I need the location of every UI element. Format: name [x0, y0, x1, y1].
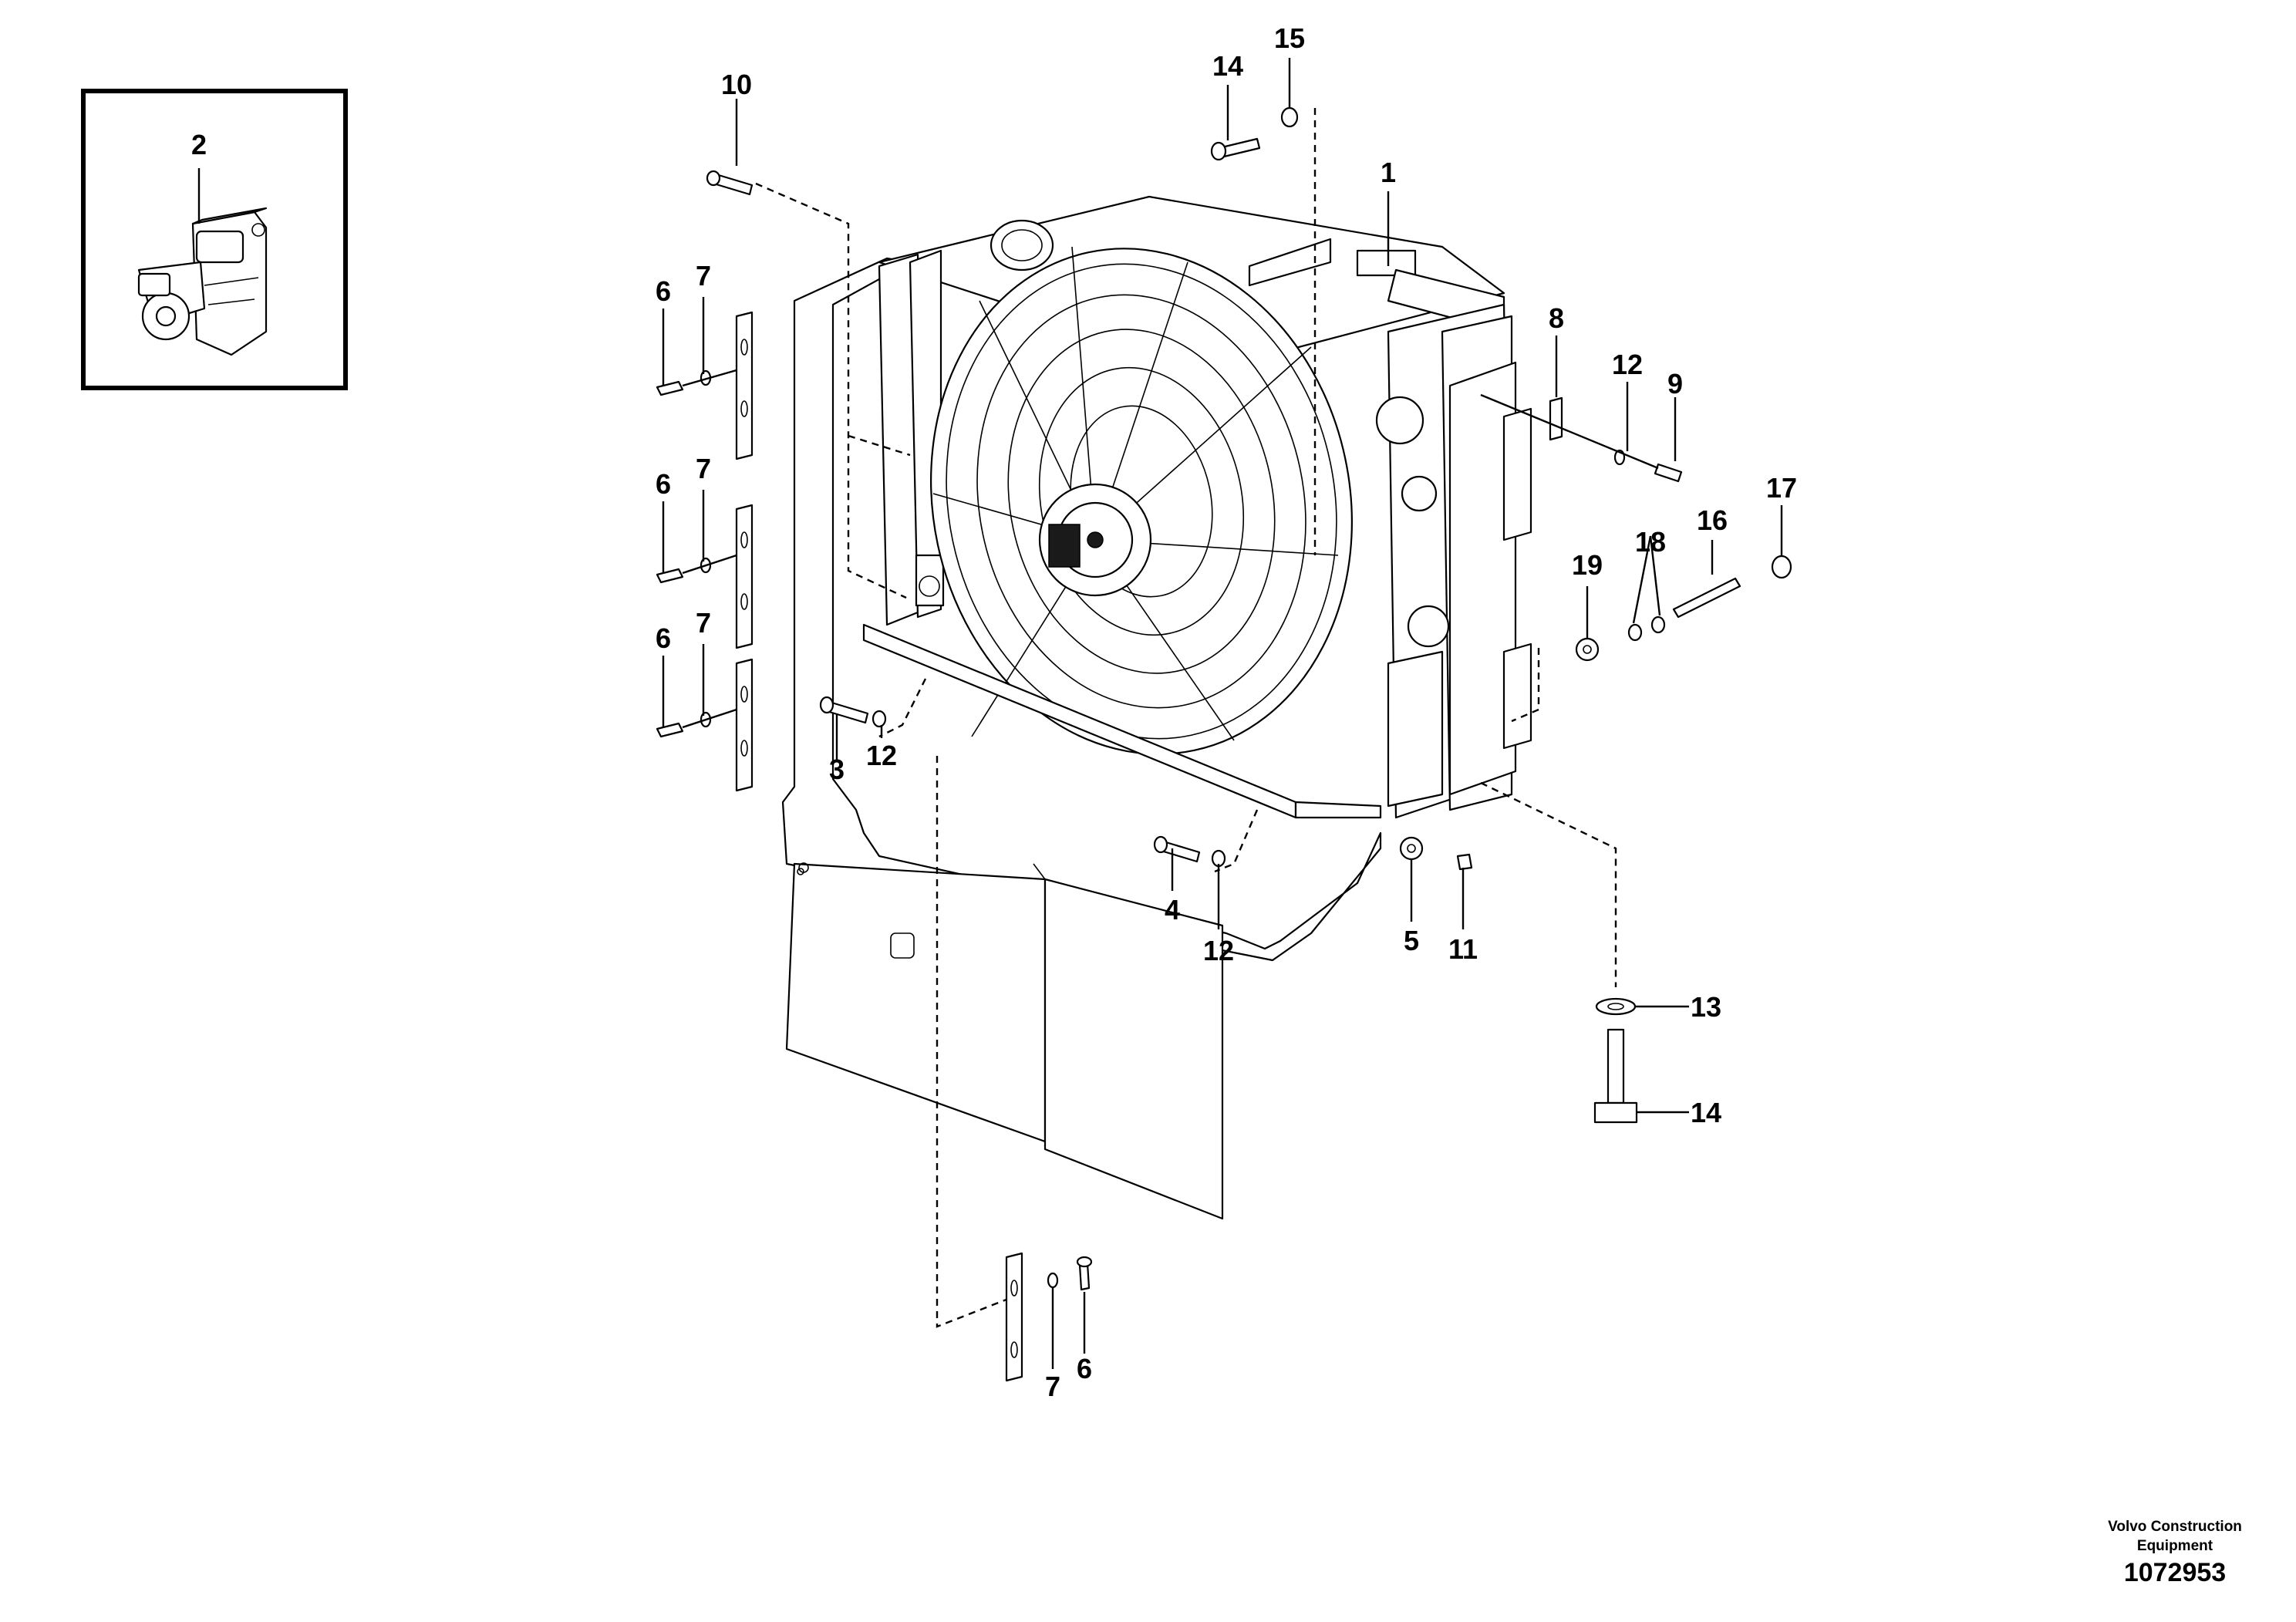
callout-12-left: 12: [866, 740, 897, 771]
sensor-part-2: [137, 207, 268, 356]
mounting-strip-bottom: [1005, 1252, 1023, 1382]
leader-lines: [662, 58, 1783, 1369]
callout-6-b: 6: [656, 468, 671, 500]
stud-16: [1672, 577, 1741, 619]
callout-1: 1: [1381, 157, 1396, 188]
callout-4: 4: [1165, 894, 1180, 926]
mounting-strip-2: [735, 504, 754, 649]
washer-18-b: [1650, 615, 1666, 634]
callout-7-b: 7: [696, 453, 711, 484]
callout-2: 2: [191, 129, 207, 160]
washer-12-a: [872, 710, 887, 728]
bracket-8: [1549, 396, 1563, 441]
callout-labels: 1 3 12 4 12 5 11 6 7 6 7 6 7 10 14 15 8 …: [656, 22, 1797, 1402]
washer-13: [1595, 997, 1637, 1016]
callout-6-a: 6: [656, 275, 671, 307]
callout-12-right: 12: [1612, 349, 1643, 380]
callout-16: 16: [1697, 504, 1728, 536]
callout-17: 17: [1766, 472, 1797, 504]
inset-detail-box: 2: [81, 89, 348, 390]
credit-line-2: Equipment: [2137, 1538, 2213, 1554]
bolt-9: [1654, 463, 1683, 483]
callout-15: 15: [1274, 22, 1305, 54]
callout-8: 8: [1549, 302, 1564, 334]
washer-18-a: [1627, 623, 1643, 642]
left-fasteners: [656, 106, 1792, 1382]
callout-5: 5: [1404, 925, 1419, 956]
drawing-number: 1072953: [2124, 1558, 2226, 1587]
radiator-assembly: [862, 195, 1532, 819]
callout-7-a: 7: [696, 260, 711, 292]
callout-6-d: 6: [1077, 1353, 1092, 1384]
shroud-panel: [781, 257, 1382, 1220]
washer-5: [1399, 836, 1424, 861]
callout-7-c: 7: [696, 607, 711, 639]
callout-14-bottom: 14: [1691, 1097, 1721, 1128]
callout-19: 19: [1572, 549, 1603, 581]
callout-13: 13: [1691, 991, 1721, 1023]
callout-18: 18: [1635, 526, 1666, 558]
callout-7-d: 7: [1045, 1371, 1060, 1402]
callout-12-bottom: 12: [1203, 935, 1234, 966]
nut-17: [1771, 555, 1792, 579]
credit-line-1: Volvo Construction: [2108, 1519, 2242, 1535]
washer-7-bottom: [1047, 1272, 1059, 1289]
nut-11: [1456, 853, 1473, 871]
callout-14-top: 14: [1212, 50, 1243, 82]
credit-block: Volvo Construction Equipment 1072953: [2108, 1519, 2242, 1587]
callout-10: 10: [721, 69, 752, 100]
callout-11: 11: [1448, 933, 1478, 965]
washer-15: [1280, 106, 1299, 128]
washer-19: [1575, 637, 1600, 662]
callout-9: 9: [1667, 368, 1683, 400]
mounting-strip-3: [735, 658, 754, 792]
assembly-lines: [755, 108, 1617, 1328]
callout-3: 3: [829, 754, 845, 785]
bolt-14-bottom: [1607, 1028, 1625, 1104]
mounting-strip-1: [735, 311, 754, 460]
callout-6-c: 6: [656, 622, 671, 654]
